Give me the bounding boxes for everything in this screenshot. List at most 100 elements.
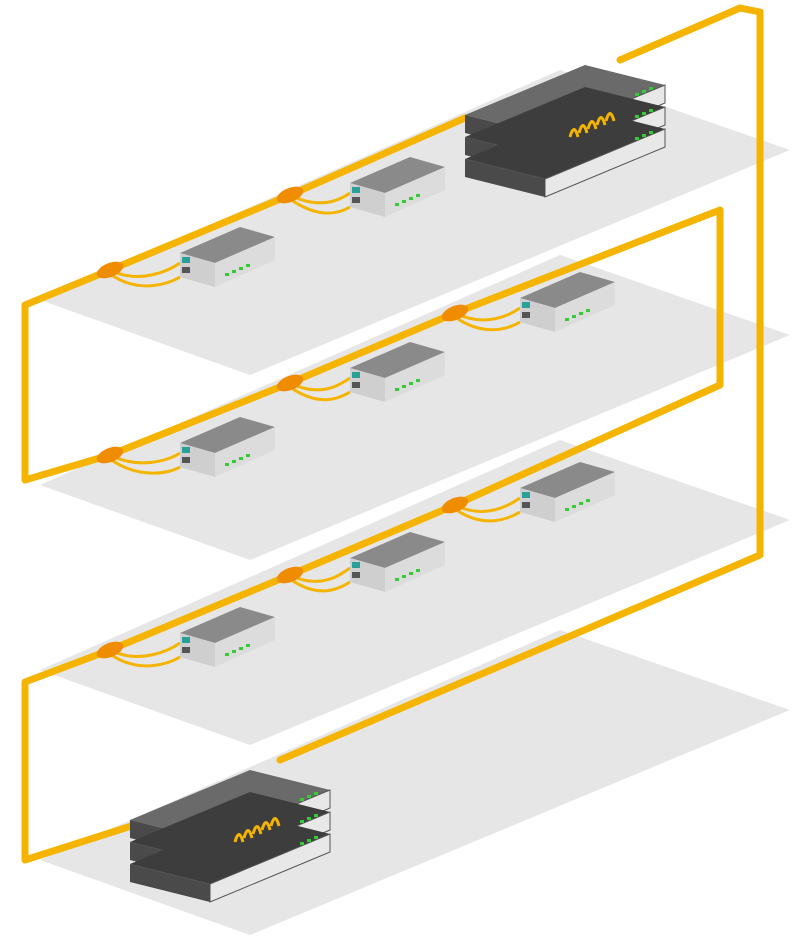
access-switch xyxy=(180,417,275,477)
switch-side xyxy=(215,617,275,667)
status-led xyxy=(402,385,406,388)
status-led xyxy=(642,112,646,115)
status-led xyxy=(300,798,304,801)
status-led xyxy=(572,505,576,508)
patch-cable xyxy=(109,457,181,475)
switch-side xyxy=(555,472,615,522)
switch-top xyxy=(350,157,445,193)
rack-top xyxy=(465,109,665,179)
access-switch xyxy=(350,342,445,402)
status-led xyxy=(232,460,236,463)
switch-side xyxy=(215,427,275,477)
status-led xyxy=(314,792,318,795)
status-led xyxy=(307,817,311,820)
cable-tap xyxy=(96,641,124,659)
status-led xyxy=(635,137,639,140)
cable-tap xyxy=(96,446,124,464)
status-led xyxy=(649,131,653,134)
status-led xyxy=(300,842,304,845)
patch-cable xyxy=(109,652,181,668)
status-led xyxy=(246,454,250,457)
port xyxy=(182,457,190,463)
status-led xyxy=(416,194,420,197)
status-led xyxy=(409,197,413,200)
ring-cable xyxy=(21,4,764,864)
status-led xyxy=(586,499,590,502)
port xyxy=(182,267,190,273)
patch-cable xyxy=(233,833,245,843)
status-led xyxy=(314,814,318,817)
switch-top xyxy=(180,227,275,263)
cable-tap xyxy=(96,261,124,279)
port xyxy=(182,447,190,453)
switch-top xyxy=(180,607,275,643)
status-led xyxy=(246,264,250,267)
port xyxy=(522,312,530,318)
patch-cable xyxy=(577,124,589,134)
port xyxy=(522,492,530,498)
port xyxy=(182,647,190,653)
switch-top xyxy=(350,532,445,568)
status-led xyxy=(225,653,229,656)
status-led xyxy=(232,270,236,273)
status-led xyxy=(314,836,318,839)
floor-plane-2 xyxy=(40,255,790,560)
port xyxy=(352,197,360,203)
patch-cable xyxy=(454,507,521,523)
switch-side xyxy=(385,167,445,217)
status-led xyxy=(642,134,646,137)
port xyxy=(182,257,190,263)
patch-cable xyxy=(568,128,580,138)
patch-cable xyxy=(260,821,272,831)
devices xyxy=(130,65,666,903)
status-led xyxy=(225,463,229,466)
access-switch xyxy=(350,532,445,592)
status-led xyxy=(307,839,311,842)
status-led xyxy=(409,382,413,385)
patch-cable xyxy=(289,577,351,593)
switch-top xyxy=(520,272,615,308)
port xyxy=(352,382,360,388)
status-led xyxy=(565,318,569,321)
access-switch xyxy=(180,607,275,667)
switch-side xyxy=(215,237,275,287)
port xyxy=(522,502,530,508)
status-led xyxy=(409,572,413,575)
port xyxy=(352,562,360,568)
status-led xyxy=(239,457,243,460)
status-led xyxy=(225,273,229,276)
switch-top xyxy=(350,342,445,378)
rack-top xyxy=(130,814,330,884)
status-led xyxy=(579,502,583,505)
status-led xyxy=(246,644,250,647)
patch-cable xyxy=(269,817,281,827)
switch-top xyxy=(180,417,275,453)
core-rack-bottom xyxy=(130,770,331,903)
status-led xyxy=(416,569,420,572)
status-led xyxy=(300,820,304,823)
status-led xyxy=(239,647,243,650)
cable-tap xyxy=(276,566,304,584)
status-led xyxy=(565,508,569,511)
patch-cable xyxy=(604,112,616,122)
port xyxy=(352,187,360,193)
status-led xyxy=(586,309,590,312)
patch-cable xyxy=(595,116,607,126)
cable-tap xyxy=(276,186,304,204)
patch-cable xyxy=(242,829,254,839)
patch-cable xyxy=(289,197,351,215)
status-led xyxy=(395,203,399,206)
status-led xyxy=(635,93,639,96)
switch-top xyxy=(520,462,615,498)
core-rack-top xyxy=(465,65,666,198)
port xyxy=(352,572,360,578)
access-switch xyxy=(520,272,615,332)
patch-cable xyxy=(454,315,521,332)
patch-cable xyxy=(109,451,181,465)
access-switch xyxy=(350,157,445,217)
access-switch xyxy=(520,462,615,522)
port xyxy=(522,302,530,308)
switch-side xyxy=(555,282,615,332)
port xyxy=(352,372,360,378)
